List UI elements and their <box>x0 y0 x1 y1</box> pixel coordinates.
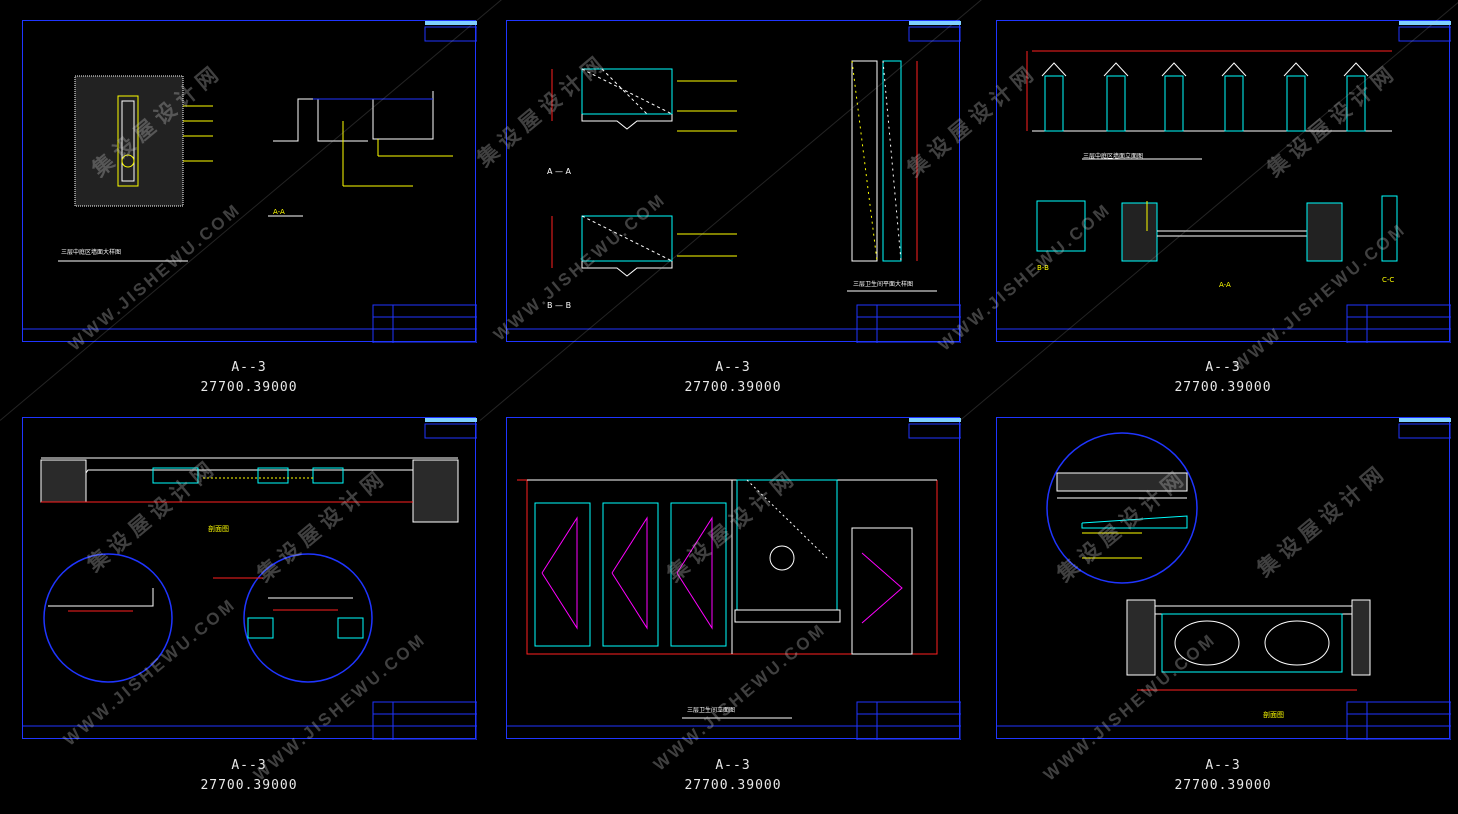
cad-drawing-1 <box>23 21 477 343</box>
sheet-code: A--3 <box>715 360 751 375</box>
sheet-size: 27700.39000 <box>684 380 782 395</box>
cad-drawing-5 <box>507 418 961 740</box>
sheet-code: A--3 <box>1205 758 1241 773</box>
drawing-title: 三层卫生间平面大样图 <box>853 281 914 288</box>
drawing-sheet-1[interactable]: 三层中庭区墙面大样图 A-A <box>22 20 477 343</box>
sheet-size: 27700.39000 <box>1174 778 1272 793</box>
cad-drawing-2 <box>507 21 961 343</box>
drawing-title: 三层卫生间立面图 <box>687 707 736 714</box>
sheet-code: A--3 <box>715 758 751 773</box>
sheet-caption-6: A--3 27700.39000 <box>996 756 1450 796</box>
sheet-code: A--3 <box>1205 360 1241 375</box>
section-label-a: A-A <box>1219 281 1231 289</box>
cad-drawing-3 <box>997 21 1451 343</box>
drawing-title: 剖面图 <box>1263 711 1284 719</box>
drawing-title: 三层中庭区墙面大样图 <box>61 249 122 256</box>
section-label: A-A <box>273 208 285 216</box>
sheet-code: A--3 <box>231 758 267 773</box>
section-label-a: A — A <box>547 167 572 176</box>
sheet-size: 27700.39000 <box>200 778 298 793</box>
sheet-size: 27700.39000 <box>200 380 298 395</box>
cad-drawing-4 <box>23 418 477 740</box>
drawing-title: 三层中庭区墙面立面图 <box>1083 153 1144 160</box>
sheet-size: 27700.39000 <box>1174 380 1272 395</box>
drawing-sheet-4[interactable]: 剖面图 <box>22 417 477 740</box>
sheet-caption-3: A--3 27700.39000 <box>996 358 1450 398</box>
section-label-c: C-C <box>1382 276 1395 284</box>
drawing-sheet-5[interactable]: 三层卫生间立面图 <box>506 417 961 740</box>
section-label-b: B — B <box>547 301 572 310</box>
sheet-caption-5: A--3 27700.39000 <box>506 756 960 796</box>
sheet-code: A--3 <box>231 360 267 375</box>
sheet-caption-2: A--3 27700.39000 <box>506 358 960 398</box>
sheet-size: 27700.39000 <box>684 778 782 793</box>
drawing-sheet-2[interactable]: A — A B — B 三层卫生间平面大样图 <box>506 20 961 343</box>
drawing-title: 剖面图 <box>208 525 229 533</box>
sheet-caption-1: A--3 27700.39000 <box>22 358 476 398</box>
drawing-sheet-6[interactable]: 剖面图 <box>996 417 1451 740</box>
drawing-sheet-3[interactable]: 三层中庭区墙面立面图 B-B A-A C-C <box>996 20 1451 343</box>
section-label-b: B-B <box>1037 264 1049 272</box>
sheet-caption-4: A--3 27700.39000 <box>22 756 476 796</box>
cad-drawing-6 <box>997 418 1451 740</box>
